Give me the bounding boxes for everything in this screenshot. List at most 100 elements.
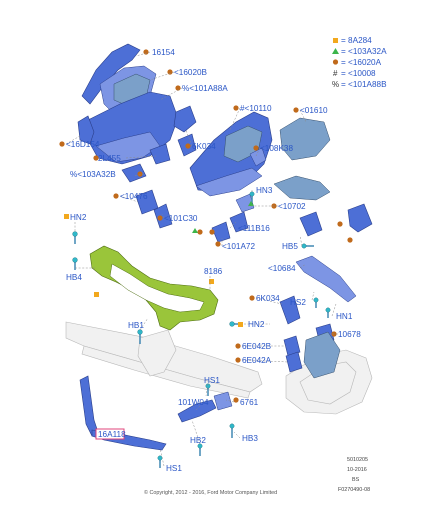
bolt-HS1a	[205, 383, 211, 396]
callout-16D154: <16D154	[66, 140, 100, 149]
marker-circle	[113, 193, 119, 199]
marker-circle	[235, 343, 241, 349]
legend-circle-text: = <16020A	[341, 58, 382, 67]
marker-circle	[235, 357, 241, 363]
ghost-parts	[65, 321, 373, 415]
bracket-16D154	[77, 115, 95, 145]
callout-101A88A: %<101A88A	[182, 84, 228, 93]
callout-HS1-lower: HS1	[166, 464, 182, 473]
marker-circle	[293, 107, 299, 113]
marker-circle	[59, 141, 65, 147]
legend: = 8A284 = <103A32A = <16020A # = <10008 …	[332, 36, 387, 89]
marker-square	[209, 279, 214, 284]
callout-2L455: 2L455	[98, 154, 121, 163]
marker-circle	[157, 215, 163, 221]
reference-block: 5010205 10-2016 BS F0270490-08	[338, 457, 370, 493]
radiator-support-8186	[89, 245, 219, 331]
callout-HB1: HB1	[128, 321, 144, 330]
callout-10702: <10702	[278, 202, 306, 211]
callout-HB2: HB2	[190, 436, 206, 445]
bolt-HS1b	[157, 455, 163, 468]
bracket-101A72	[211, 221, 231, 243]
marker-circle	[167, 69, 173, 75]
bolt-HB5	[301, 243, 314, 249]
upper-left-apron	[77, 43, 197, 183]
reference-line-1: 5010205	[347, 457, 368, 463]
bolt-HN1	[325, 307, 331, 318]
bracket-6761	[213, 391, 233, 411]
callout-6K034-upper: 6K034	[192, 142, 216, 151]
bolt-HB1	[137, 329, 143, 344]
legend-square-text: = 8A284	[341, 36, 372, 45]
cowl-panel-01610	[279, 117, 331, 161]
callout-101W04: 101W04	[178, 398, 209, 407]
callout-16154: 16154	[152, 48, 175, 57]
bolt-HS2	[313, 297, 319, 308]
callout-8186: 8186	[204, 267, 223, 276]
bracket-111B16	[229, 211, 249, 233]
marker-circle	[175, 85, 181, 91]
callout-HN1: HN1	[336, 312, 353, 321]
callout-6761: 6761	[240, 398, 259, 407]
marker-triangle	[192, 228, 198, 233]
bolt-HB4	[72, 257, 78, 270]
ghost-radiator-support	[137, 329, 177, 377]
legend-circle-marker	[332, 59, 339, 65]
callout-16A118: 16A118	[98, 430, 126, 439]
legend-square-marker	[333, 38, 338, 43]
bracket-103A32B	[121, 163, 147, 183]
callout-108K38: <108K38	[260, 144, 293, 153]
marker-circle	[185, 143, 191, 149]
marker-square	[94, 292, 99, 297]
marker-circle	[143, 49, 149, 55]
wheelhouse-panel	[303, 331, 341, 379]
callout-HB5: HB5	[282, 242, 298, 251]
bracket-2L455	[149, 143, 171, 165]
marker-circle	[249, 295, 255, 301]
marker-circle	[209, 229, 215, 235]
bracket-6K034-upper	[173, 105, 197, 133]
callout-HB4: HB4	[66, 273, 82, 282]
marker-square	[64, 214, 69, 219]
callout-16020B: <16020B	[174, 68, 208, 77]
callout-10684: <10684	[268, 264, 296, 273]
callout-HS1-upper: HS1	[204, 376, 220, 385]
rail-10684	[295, 255, 357, 303]
callout-01610: <01610	[300, 106, 328, 115]
radiator-support-frame	[89, 245, 219, 331]
bracket-6E042A	[285, 351, 303, 373]
callouts: 16154 <16020B %<101A88A #<10110 <01610 6…	[66, 48, 361, 473]
marker-circle	[337, 221, 343, 227]
bracket-101W04	[177, 399, 217, 423]
callout-103A32B: %<103A32B	[70, 170, 116, 179]
apron-reinforcement-16154	[81, 43, 141, 105]
marker-square	[238, 322, 243, 327]
callout-6K034-lower: 6K034	[256, 294, 280, 303]
right-apron	[135, 111, 373, 379]
label-box-16A118	[95, 428, 125, 440]
callout-101C30: <101C30	[164, 214, 198, 223]
callout-HN3: HN3	[256, 186, 273, 195]
marker-circle	[197, 229, 203, 235]
bolt-HB3	[229, 423, 235, 438]
marker-circle	[93, 155, 99, 161]
legend-percent-symbol: %	[332, 80, 339, 89]
bracket-101C30	[153, 203, 173, 229]
legend-triangle-text: = <103A32A	[341, 47, 387, 56]
apron-rail-10110	[195, 167, 263, 197]
marker-triangle	[248, 201, 254, 206]
callout-10678: 10678	[338, 330, 361, 339]
marker-circle	[215, 241, 221, 247]
radiator-support-opening	[109, 263, 205, 313]
reference-line-3: BS	[352, 477, 360, 483]
callout-10476: <10476	[120, 192, 148, 201]
bracket-108K38	[249, 147, 267, 167]
legend-hash-symbol: #	[333, 69, 338, 78]
bracket-16A118-upright	[79, 375, 99, 437]
bolt-HN2a	[72, 231, 78, 244]
bracket-HB5	[299, 211, 323, 237]
callout-HN2-lower: HN2	[248, 320, 265, 329]
leader-lines	[65, 51, 338, 467]
cowl-extension	[273, 175, 331, 201]
bracket-far-right	[347, 203, 373, 233]
